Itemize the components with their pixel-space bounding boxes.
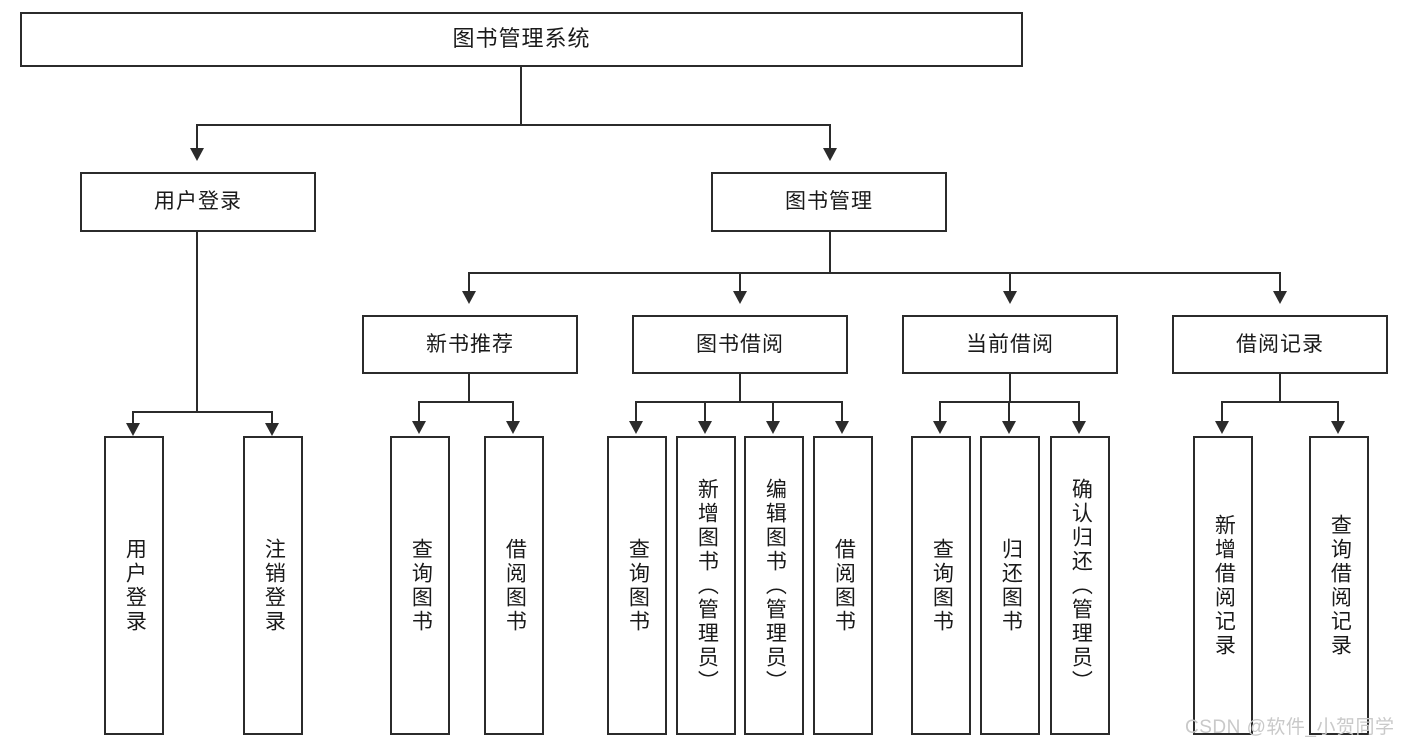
connector-borrow-record-stem xyxy=(1279,374,1281,403)
leaf-add-book-admin[interactable]: 新增图书（管理员） xyxy=(676,436,736,735)
node-label: 当前借阅 xyxy=(966,332,1054,356)
arrow-br-to-leaf-0 xyxy=(1215,421,1229,434)
connector-root-to-book-management xyxy=(829,124,831,150)
connector-br-to-leaf-1 xyxy=(1337,401,1339,423)
arrow-bb-to-leaf-2 xyxy=(766,421,780,434)
node-new-book-recommend[interactable]: 新书推荐 xyxy=(362,315,578,374)
arrow-bb-to-leaf-1 xyxy=(698,421,712,434)
connector-user-login-bus xyxy=(133,411,273,413)
arrow-bm-to-new-book xyxy=(462,291,476,304)
connector-root-stem xyxy=(520,67,522,124)
node-borrow-record[interactable]: 借阅记录 xyxy=(1172,315,1388,374)
leaf-query-book-borrow[interactable]: 查询图书 xyxy=(607,436,667,735)
leaf-label: 查询图书 xyxy=(626,537,650,634)
arrow-new-book-to-leaf-1 xyxy=(506,421,520,434)
node-label: 新书推荐 xyxy=(426,332,514,356)
leaf-borrow-book[interactable]: 借阅图书 xyxy=(813,436,873,735)
arrow-bb-to-leaf-0 xyxy=(629,421,643,434)
leaf-user-login[interactable]: 用户登录 xyxy=(104,436,164,735)
connector-borrow-record-bus xyxy=(1222,401,1338,403)
arrow-root-to-user-login xyxy=(190,148,204,161)
leaf-label: 注销登录 xyxy=(262,537,286,634)
arrow-cb-to-leaf-0 xyxy=(933,421,947,434)
connector-new-book-bus xyxy=(419,401,514,403)
connector-book-management-bus xyxy=(469,272,1281,274)
leaf-label: 用户登录 xyxy=(123,537,147,634)
leaf-add-borrow-record[interactable]: 新增借阅记录 xyxy=(1193,436,1253,735)
arrow-bm-to-borrow-record xyxy=(1273,291,1287,304)
connector-current-borrow-stem xyxy=(1009,374,1011,403)
leaf-label: 查询图书 xyxy=(930,537,954,634)
connector-bb-to-leaf-3 xyxy=(841,401,843,423)
connector-current-borrow-bus xyxy=(940,401,1080,403)
node-book-management-system[interactable]: 图书管理系统 xyxy=(20,12,1023,67)
leaf-label: 新增图书（管理员） xyxy=(695,477,719,694)
arrow-bm-to-current-borrow xyxy=(1003,291,1017,304)
arrow-user-login-to-leaf-1 xyxy=(265,423,279,436)
node-label: 图书管理 xyxy=(785,190,873,214)
arrow-new-book-to-leaf-0 xyxy=(412,421,426,434)
connector-cb-to-leaf-0 xyxy=(939,401,941,423)
connector-bb-to-leaf-1 xyxy=(704,401,706,423)
connector-bm-to-current-borrow xyxy=(1009,272,1011,293)
arrow-root-to-book-management xyxy=(823,148,837,161)
connector-bb-to-leaf-0 xyxy=(635,401,637,423)
arrow-bb-to-leaf-3 xyxy=(835,421,849,434)
node-book-management[interactable]: 图书管理 xyxy=(711,172,947,232)
connector-new-book-to-leaf-1 xyxy=(512,401,514,423)
node-label: 图书借阅 xyxy=(696,332,784,356)
connector-br-to-leaf-0 xyxy=(1221,401,1223,423)
node-user-login[interactable]: 用户登录 xyxy=(80,172,316,232)
connector-root-to-user-login xyxy=(196,124,198,150)
connector-new-book-to-leaf-0 xyxy=(418,401,420,423)
leaf-label: 借阅图书 xyxy=(832,537,856,634)
connector-bm-to-book-borrow xyxy=(739,272,741,293)
connector-new-book-stem xyxy=(468,374,470,403)
connector-bb-to-leaf-2 xyxy=(772,401,774,423)
leaf-label: 查询借阅记录 xyxy=(1328,513,1352,658)
leaf-query-borrow-record[interactable]: 查询借阅记录 xyxy=(1309,436,1369,735)
connector-bm-to-borrow-record xyxy=(1279,272,1281,293)
connector-user-login-to-leaf-0 xyxy=(132,411,134,425)
leaf-borrow-book-recommend[interactable]: 借阅图书 xyxy=(484,436,544,735)
leaf-logout[interactable]: 注销登录 xyxy=(243,436,303,735)
leaf-confirm-return-admin[interactable]: 确认归还（管理员） xyxy=(1050,436,1110,735)
connector-bm-to-new-book xyxy=(468,272,470,293)
leaf-return-book[interactable]: 归还图书 xyxy=(980,436,1040,735)
connector-root-bus xyxy=(197,124,831,126)
arrow-bm-to-book-borrow xyxy=(733,291,747,304)
node-current-borrow[interactable]: 当前借阅 xyxy=(902,315,1118,374)
leaf-label: 编辑图书（管理员） xyxy=(763,477,787,694)
node-label: 图书管理系统 xyxy=(452,26,591,52)
arrow-cb-to-leaf-1 xyxy=(1002,421,1016,434)
leaf-edit-book-admin[interactable]: 编辑图书（管理员） xyxy=(744,436,804,735)
connector-user-login-to-leaf-1 xyxy=(271,411,273,425)
leaf-label: 查询图书 xyxy=(409,537,433,634)
node-label: 借阅记录 xyxy=(1236,332,1324,356)
leaf-query-book-recommend[interactable]: 查询图书 xyxy=(390,436,450,735)
arrow-user-login-to-leaf-0 xyxy=(126,423,140,436)
arrow-br-to-leaf-1 xyxy=(1331,421,1345,434)
leaf-label: 借阅图书 xyxy=(503,537,527,634)
connector-cb-to-leaf-2 xyxy=(1078,401,1080,423)
arrow-cb-to-leaf-2 xyxy=(1072,421,1086,434)
connector-cb-to-leaf-1 xyxy=(1008,401,1010,423)
leaf-label: 新增借阅记录 xyxy=(1212,513,1236,658)
node-book-borrow[interactable]: 图书借阅 xyxy=(632,315,848,374)
connector-book-borrow-bus xyxy=(636,401,843,403)
connector-user-login-stem xyxy=(196,232,198,413)
leaf-label: 归还图书 xyxy=(999,537,1023,634)
leaf-label: 确认归还（管理员） xyxy=(1069,477,1093,694)
connector-book-management-stem xyxy=(829,232,831,274)
node-label: 用户登录 xyxy=(154,190,242,214)
connector-book-borrow-stem xyxy=(739,374,741,403)
leaf-query-book-current[interactable]: 查询图书 xyxy=(911,436,971,735)
